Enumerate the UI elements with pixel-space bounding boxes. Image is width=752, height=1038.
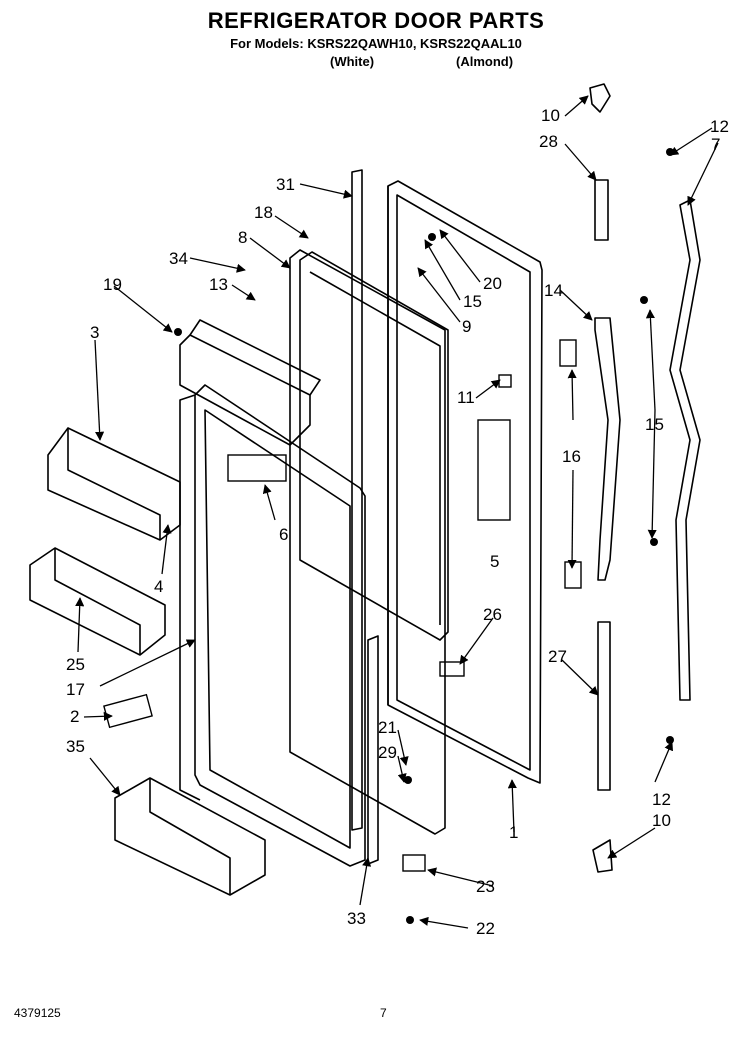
insulation-panel: [299, 251, 449, 641]
callout-label: 13: [209, 275, 228, 294]
callout-label: 3: [90, 323, 99, 342]
callout-label: 29: [378, 743, 397, 762]
callout-label: 2: [70, 707, 79, 726]
page-title: REFRIGERATOR DOOR PARTS: [207, 8, 545, 33]
callout-label: 25: [66, 655, 85, 674]
callout-label: 8: [238, 228, 247, 247]
callout-label: 14: [544, 281, 563, 300]
callout-label: 5: [490, 552, 499, 571]
callout-labels: 10 28 12 7 31 18 8 34 13 19 3 20 15 9 14…: [66, 106, 729, 938]
callout-label: 31: [276, 175, 295, 194]
leader-lines: [75, 95, 719, 929]
callout-label: 16: [562, 447, 581, 466]
egg-tray: [29, 547, 166, 656]
variant-almond: (Almond): [456, 54, 514, 69]
callout-label: 11: [457, 388, 475, 407]
callout-label: 12: [710, 117, 729, 136]
callout-label: 34: [169, 249, 188, 268]
door-shelf-part-3: [47, 427, 181, 541]
door-liner: [179, 384, 366, 867]
callout-label: 10: [652, 811, 671, 830]
callout-label: 4: [154, 577, 163, 596]
callout-label: 10: [541, 106, 560, 125]
door-bin: [114, 777, 266, 896]
fasteners: [174, 148, 674, 924]
callout-label: 21: [378, 718, 397, 737]
page-number: 7: [380, 1006, 387, 1020]
callout-label: 15: [463, 292, 482, 311]
callout-label: 26: [483, 605, 502, 624]
dispenser-cover: [179, 319, 321, 446]
callout-label: 7: [711, 135, 720, 154]
callout-label: 17: [66, 680, 85, 699]
callout-label: 12: [652, 790, 671, 809]
hinge-assembly: [589, 83, 621, 873]
callout-label: 20: [483, 274, 502, 293]
variant-white: (White): [330, 54, 375, 69]
small-parts: [103, 339, 582, 872]
callout-label: 23: [476, 877, 495, 896]
door-gasket: [289, 169, 446, 865]
callout-label: 28: [539, 132, 558, 151]
door-trim-strip: [669, 199, 701, 701]
callout-label: 18: [254, 203, 273, 222]
callout-label: 35: [66, 737, 85, 756]
callout-label: 6: [279, 525, 288, 544]
document-number: 4379125: [14, 1006, 61, 1020]
callout-label: 15: [645, 415, 664, 434]
outer-door-panel: [387, 180, 543, 784]
callout-label: 33: [347, 909, 366, 928]
models-line: For Models: KSRS22QAWH10, KSRS22QAAL10: [230, 36, 522, 51]
callout-label: 19: [103, 275, 122, 294]
callout-label: 9: [462, 317, 471, 336]
callout-label: 22: [476, 919, 495, 938]
callout-label: 1: [509, 823, 518, 842]
callout-label: 27: [548, 647, 567, 666]
